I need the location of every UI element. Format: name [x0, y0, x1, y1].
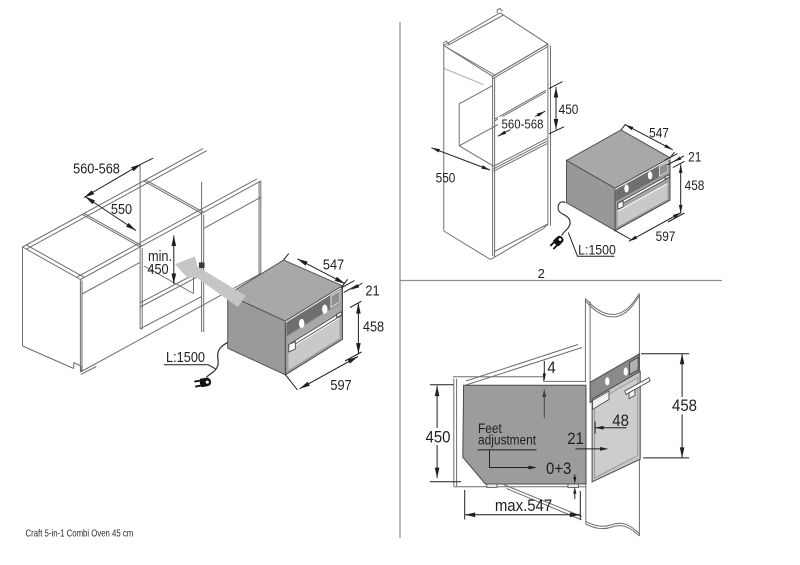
svg-text:597: 597: [330, 377, 351, 393]
svg-text:Craft 5-in-1 Combi Oven 45 cm: Craft 5-in-1 Combi Oven 45 cm: [26, 528, 134, 539]
svg-text:450: 450: [559, 101, 579, 117]
svg-text:547: 547: [323, 257, 344, 273]
svg-text:597: 597: [656, 228, 676, 244]
svg-text:max.547: max.547: [495, 497, 552, 515]
svg-text:550: 550: [111, 201, 133, 217]
svg-text:458: 458: [685, 177, 705, 193]
svg-text:21: 21: [688, 149, 701, 165]
svg-text:450: 450: [147, 261, 169, 277]
svg-text:547: 547: [649, 125, 669, 141]
svg-text:21: 21: [567, 430, 584, 448]
svg-text:550: 550: [436, 170, 456, 186]
svg-text:2: 2: [538, 266, 545, 281]
svg-text:48: 48: [612, 412, 629, 430]
svg-text:adjustment: adjustment: [478, 432, 536, 448]
svg-text:min.: min.: [148, 248, 172, 264]
svg-text:0+3: 0+3: [546, 460, 571, 478]
svg-text:L:1500: L:1500: [166, 349, 205, 365]
svg-text:450: 450: [426, 429, 451, 447]
svg-text:4: 4: [547, 359, 555, 377]
svg-text:560-568: 560-568: [502, 117, 544, 132]
svg-text:Feet: Feet: [478, 420, 502, 436]
svg-text:458: 458: [672, 397, 697, 415]
svg-text:L:1500: L:1500: [578, 242, 616, 258]
svg-text:560-568: 560-568: [73, 161, 120, 177]
svg-text:21: 21: [365, 283, 379, 299]
svg-text:458: 458: [363, 319, 384, 335]
